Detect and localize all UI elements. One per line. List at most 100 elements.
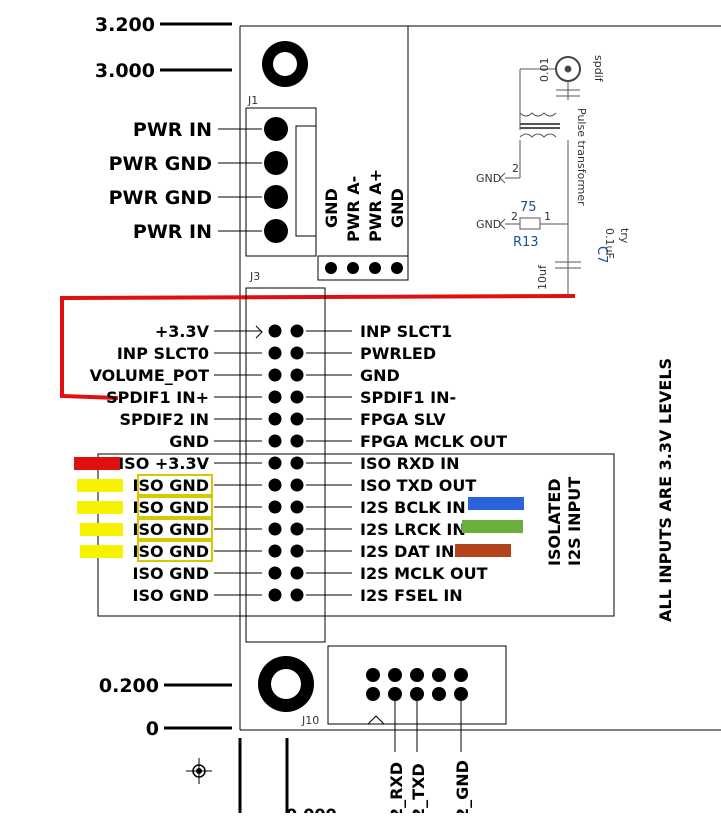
j3-pin-right: [290, 368, 304, 382]
j3-right-label: ISO TXD OUT: [360, 476, 476, 495]
j1-pin-4: PWR IN: [133, 221, 212, 243]
j3-left-label: ISO GND: [133, 498, 209, 517]
transformer-label: Pulse transformer: [575, 108, 588, 206]
spdif-schematic-labels: spdif 0.01 Pulse transformer GND GND 75 …: [476, 55, 631, 290]
j3-pin-right: [290, 346, 304, 360]
mounting-hole-top: [262, 41, 308, 87]
j3-right-label: FPGA MCLK OUT: [360, 432, 507, 451]
power-header-pin-3: PWR A+: [366, 169, 385, 242]
j3-left-label: ISO GND: [133, 520, 209, 539]
j3-pin-left: [268, 368, 282, 382]
j3-left-label: GND: [169, 432, 209, 451]
j3-label: J3: [249, 270, 260, 283]
pin-2b-label: 2: [511, 210, 518, 223]
j3-pin-left: [268, 522, 282, 536]
spdif-label: spdif: [592, 55, 605, 83]
j3-pin-right: [290, 544, 304, 558]
yellow-marker-4: [80, 545, 123, 558]
isolated-label-line-1: ISOLATED: [545, 478, 564, 566]
j3-right-label: SPDIF1 IN-: [360, 388, 456, 407]
gnd-label-1: GND: [476, 172, 501, 185]
j3-pin-right: [290, 324, 304, 338]
j3-pin-right: [290, 500, 304, 514]
try-label: try: [618, 228, 631, 244]
color-markers: [74, 457, 524, 562]
j3-right-label: PWRLED: [360, 344, 436, 363]
j3-pin-left: [268, 566, 282, 580]
dimension-markers: 3.200 3.000 0.200 0 0.000: [95, 14, 337, 818]
red-wire: [60, 294, 576, 400]
j1-pin-2: PWR GND: [109, 153, 212, 175]
j3-pin-left: [268, 544, 282, 558]
dim-3000: 3.000: [95, 60, 155, 82]
j10-pin-txd: I2_TXD: [409, 763, 428, 813]
j1-connector: J1 PWR IN PWR GND PWR GND PWR IN: [109, 94, 317, 257]
j3-pin-right: [290, 434, 304, 448]
dim-0200: 0.200: [99, 675, 159, 697]
j3-left-label: ISO GND: [133, 476, 209, 495]
j3-left-label: SPDIF1 IN+: [106, 388, 209, 407]
j3-left-label: ISO +3.3V: [118, 454, 209, 473]
isolated-label-line-2: I2S INPUT: [565, 477, 584, 566]
j10-connector: J10 I2_RXD I2_TXD I2_GND: [301, 645, 507, 818]
j3-left-label: ISO GND: [133, 542, 209, 561]
j3-pin-left: [268, 500, 282, 514]
j3-right-label: I2S DAT IN: [360, 542, 454, 561]
c7-ref: C7: [594, 246, 609, 263]
j3-right-label: INP SLCT1: [360, 322, 452, 341]
j3-right-label: ISO RXD IN: [360, 454, 460, 473]
pin-2-label: 2: [512, 162, 519, 175]
j3-left-label: ISO GND: [133, 564, 209, 583]
yellow-outline-4: [137, 540, 213, 562]
j3-pin-right: [290, 522, 304, 536]
levels-note: ALL INPUTS ARE 3.3V LEVELS: [656, 358, 675, 622]
spdif-schematic: [499, 56, 581, 296]
j3-pin-right: [290, 588, 304, 602]
j3-pin-right: [290, 412, 304, 426]
dim-zero: 0: [146, 718, 159, 740]
j3-right-label: I2S FSEL IN: [360, 586, 463, 605]
yellow-marker-1: [77, 479, 123, 492]
yellow-outline-1: [137, 474, 213, 496]
j10-label: J10: [301, 714, 319, 727]
j3-connector: J3: [245, 270, 326, 643]
j3-pin-left: [268, 324, 282, 338]
green-marker: [462, 520, 523, 533]
yellow-marker-3: [80, 523, 123, 536]
j10-pin-rxd: I2_RXD: [387, 762, 406, 813]
j3-left-label: VOLUME_POT: [90, 366, 210, 385]
j3-pin-right: [290, 456, 304, 470]
power-header-pin-1: GND: [322, 188, 341, 228]
resistor-value: 75: [520, 200, 537, 215]
power-header-pin-2: PWR A-: [344, 176, 363, 242]
j3-right-label: I2S LRCK IN: [360, 520, 466, 539]
j3-pin-right: [290, 390, 304, 404]
j1-pin-1: PWR IN: [133, 119, 212, 141]
j10-pin-gnd: I2_GND: [453, 760, 472, 813]
j3-right-label: GND: [360, 366, 400, 385]
j3-left-label: INP SLCT0: [117, 344, 209, 363]
crosshair-icon: [186, 758, 212, 784]
isolated-i2s-label: ISOLATED I2S INPUT: [545, 477, 584, 566]
brown-marker: [455, 544, 511, 557]
gnd-label-2: GND: [476, 218, 501, 231]
yellow-marker-2: [77, 501, 123, 514]
try-value: 0.1uF: [603, 228, 616, 259]
j3-left-label: +3.3V: [155, 322, 210, 341]
j3-pin-left: [268, 588, 282, 602]
pin-1-label: 1: [544, 210, 551, 223]
j3-left-label: ISO GND: [133, 586, 209, 605]
board-outline: [239, 25, 721, 731]
red-marker: [74, 457, 120, 470]
j1-label: J1: [247, 94, 258, 107]
j3-pin-left: [268, 434, 282, 448]
blue-marker: [468, 497, 524, 510]
j3-left-label: SPDIF2 IN: [120, 410, 209, 429]
dim-bottom: 0.000: [286, 805, 337, 813]
j3-pin-left: [268, 478, 282, 492]
resistor-ref: R13: [513, 235, 539, 250]
j3-pin-left: [268, 456, 282, 470]
